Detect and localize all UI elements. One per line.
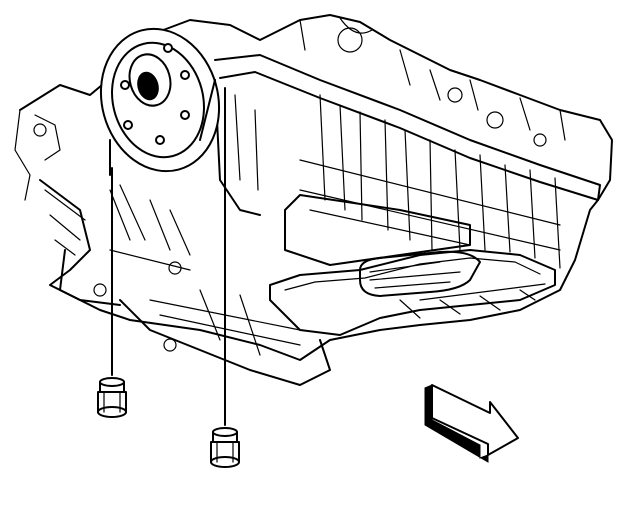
oil-pan <box>39 54 601 386</box>
flywheel-housing <box>99 27 221 176</box>
front-arrow-icon <box>424 384 519 463</box>
bolt-leader-lines <box>111 87 226 426</box>
bolt-left-icon <box>97 377 127 418</box>
bolt-right-icon <box>210 427 240 468</box>
